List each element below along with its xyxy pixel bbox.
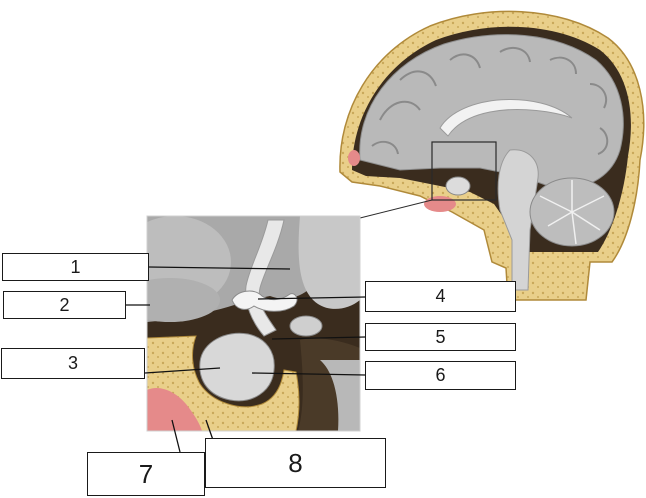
- label-text-6: 6: [435, 365, 446, 385]
- leader-lines: [126, 266, 366, 453]
- gyri-pattern: [371, 46, 609, 155]
- sagittal-head-section: [339, 10, 645, 301]
- pituitary-small: [445, 176, 471, 196]
- sphenoid-sinus: [147, 387, 202, 431]
- label-text-1: 1: [70, 256, 81, 277]
- leader-line-7: [171, 419, 181, 453]
- leader-line-1: [148, 266, 291, 270]
- label-box-3[interactable]: 3: [1, 348, 145, 379]
- leader-line-3: [144, 367, 221, 374]
- label-text-2: 2: [59, 294, 70, 315]
- leader-line-5: [271, 336, 366, 340]
- pituitary-gland: [199, 332, 275, 402]
- zoom-connector-line: [359, 199, 433, 219]
- label-box-5[interactable]: 5: [365, 323, 516, 351]
- leader-line-4: [257, 296, 366, 300]
- zoom-region-box: [431, 141, 497, 201]
- label-box-1[interactable]: 1: [2, 253, 149, 281]
- optic-chiasm: [289, 315, 323, 337]
- label-box-8[interactable]: 8: [205, 438, 386, 488]
- label-box-6[interactable]: 6: [365, 361, 516, 390]
- label-text-7: 7: [138, 458, 154, 489]
- label-text-3: 3: [67, 353, 78, 373]
- label-text-4: 4: [435, 286, 446, 306]
- sinus-small: [424, 196, 456, 212]
- cerebellum-folia: [539, 180, 605, 245]
- magnified-inset: [147, 216, 360, 431]
- third-ventricle: [231, 290, 298, 312]
- leader-line-6: [251, 372, 366, 376]
- corpus-callosum: [439, 98, 573, 137]
- inset-frame: [146, 215, 361, 432]
- label-box-4[interactable]: 4: [365, 281, 516, 312]
- label-text-8: 8: [288, 447, 303, 478]
- label-box-7[interactable]: 7: [87, 452, 205, 496]
- label-text-5: 5: [435, 326, 446, 347]
- label-box-2[interactable]: 2: [3, 291, 126, 319]
- leader-line-8: [205, 419, 214, 441]
- frontal-sinus-small: [348, 150, 360, 166]
